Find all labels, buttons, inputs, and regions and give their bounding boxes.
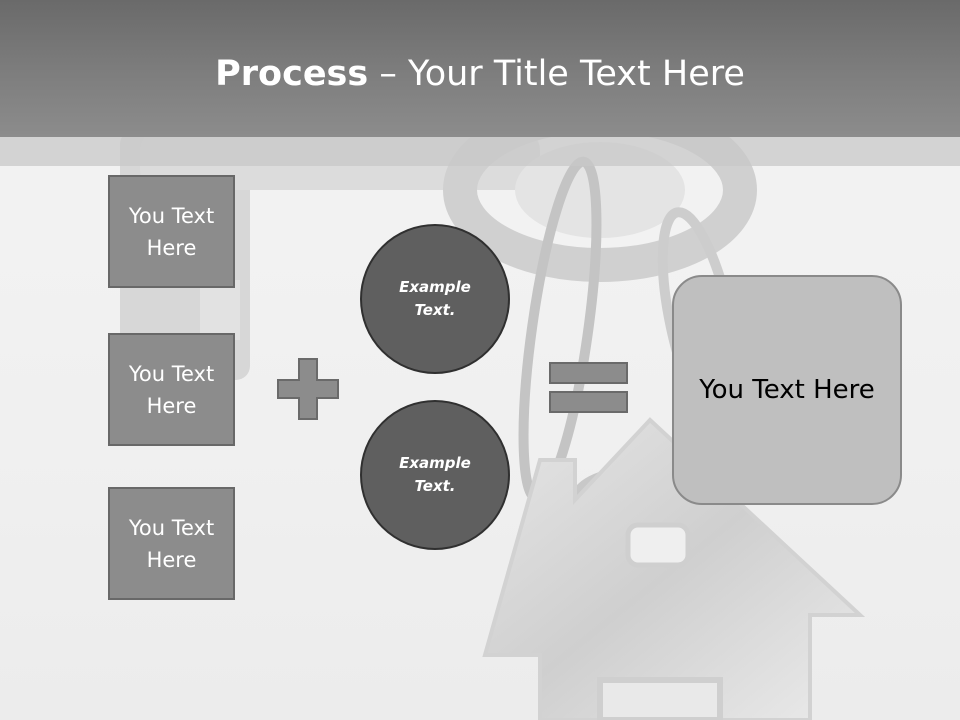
plus-icon: [277, 358, 339, 420]
text-box-2-label: You Text Here: [128, 361, 215, 418]
title-rest: Your Title Text Here: [407, 54, 745, 94]
example-circle-1: Example Text.: [360, 224, 510, 374]
text-box-3-label: You Text Here: [128, 515, 215, 572]
equals-icon: [549, 362, 628, 413]
text-box-1-label: You Text Here: [128, 203, 215, 260]
result-box: You Text Here: [672, 275, 902, 505]
title-dash: –: [368, 54, 408, 94]
example-circle-2-label: Example Text.: [399, 454, 471, 495]
text-box-1: You Text Here: [108, 175, 235, 288]
example-circle-1-label: Example Text.: [399, 278, 471, 319]
title-bar: [0, 0, 960, 137]
slide-title: Process – Your Title Text Here: [0, 52, 960, 96]
title-bold: Process: [215, 54, 369, 94]
example-circle-2: Example Text.: [360, 400, 510, 550]
text-box-3: You Text Here: [108, 487, 235, 600]
title-strip: [0, 137, 960, 166]
result-box-label: You Text Here: [699, 375, 875, 405]
text-box-2: You Text Here: [108, 333, 235, 446]
